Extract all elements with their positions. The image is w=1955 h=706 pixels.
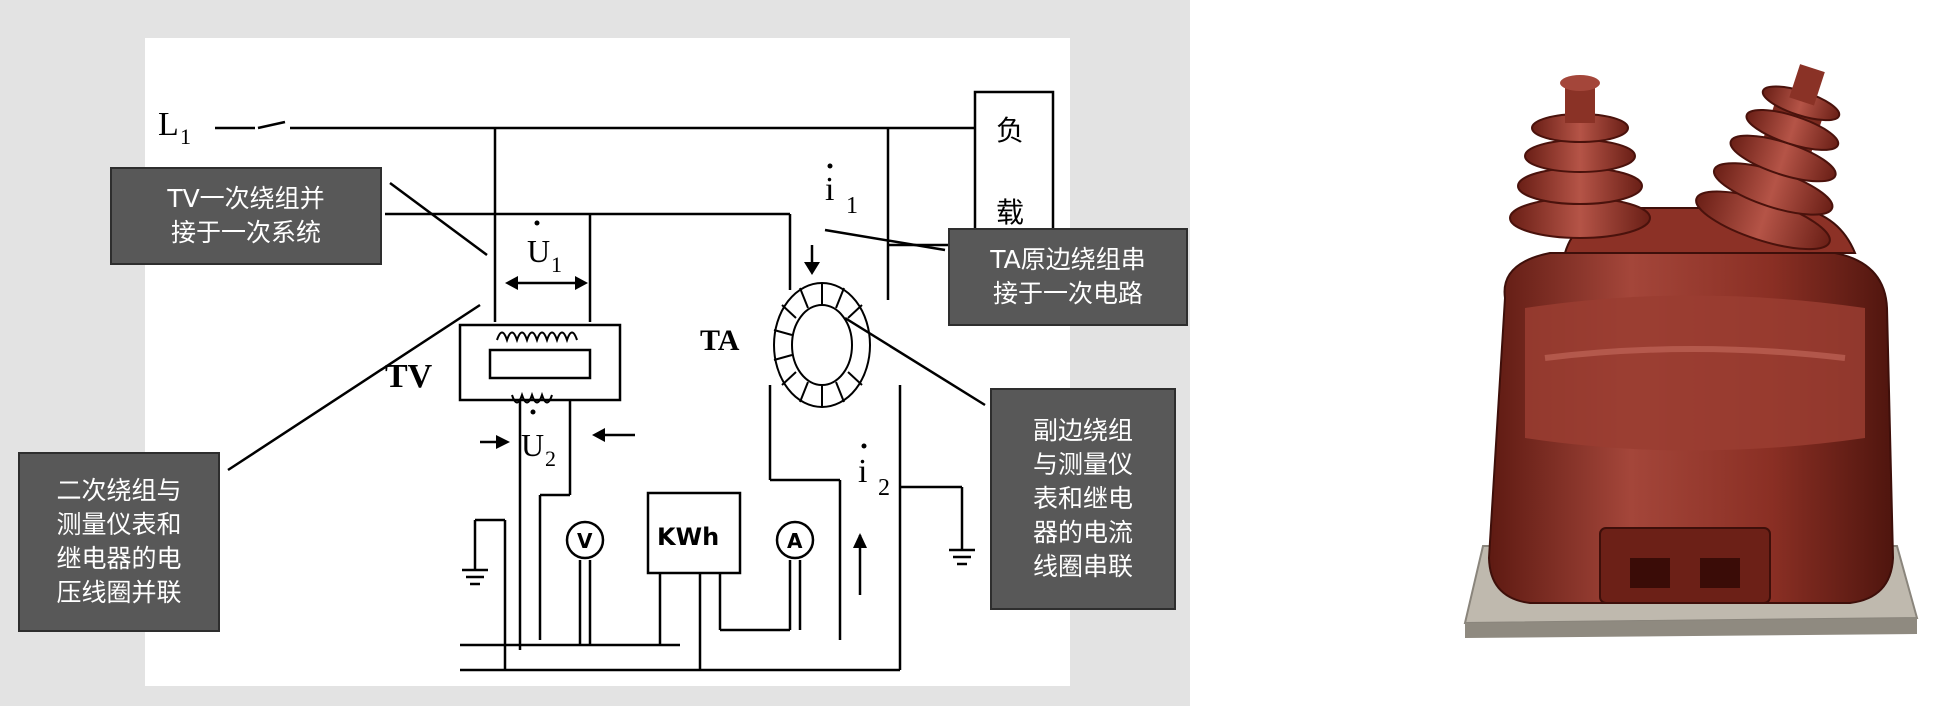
voltage-transformer-photo [1463, 64, 1919, 638]
callout-ta-secondary: 副边绕组 与测量仪 表和继电 器的电流 线圈串联 [990, 388, 1176, 610]
callout-tv-secondary: 二次绕组与 测量仪表和 继电器的电 压线圈并联 [18, 452, 220, 632]
ammeter-label: A [787, 529, 803, 553]
u2-label: U [521, 427, 544, 463]
u1-subscript: 1 [551, 252, 562, 277]
callout-tv-primary-line-1: TV一次绕组并 [167, 184, 325, 213]
callout-tv-secondary-line-4: 压线圈并联 [56, 578, 182, 607]
i1-subscript: 1 [846, 193, 858, 219]
kwh-meter-label: KWh [657, 523, 719, 551]
callout-ta-primary-line-1: TA原边绕组串 [990, 245, 1146, 274]
callout-tv-secondary-line-3: 继电器的电 [56, 544, 182, 573]
callout-tv-secondary-line-1: 二次绕组与 [56, 476, 182, 505]
callout-tv-secondary-line-2: 测量仪表和 [56, 510, 182, 539]
load-label-1: 负 [996, 114, 1024, 147]
callout-ta-secondary-line-1: 副边绕组 [1032, 416, 1133, 445]
line-label: L [158, 106, 179, 143]
callout-ta-secondary-line-4: 器的电流 [1032, 518, 1133, 547]
callout-tv-primary: TV一次绕组并 接于一次系统 [110, 167, 382, 265]
load-label-2: 载 [996, 196, 1024, 229]
ta-label: TA [700, 324, 740, 357]
callout-ta-secondary-line-2: 与测量仪 [1032, 450, 1133, 479]
callout-ta-primary-line-2: 接于一次电路 [992, 279, 1143, 308]
tv-label: TV [385, 358, 433, 395]
i2-label: i [858, 453, 867, 490]
i1-label: i [825, 171, 834, 208]
u1-label: U [527, 233, 550, 269]
line-subscript: 1 [180, 124, 191, 149]
u2-subscript: 2 [545, 446, 556, 471]
callout-ta-secondary-line-5: 线圈串联 [1032, 552, 1133, 581]
callout-ta-secondary-line-3: 表和继电 [1032, 484, 1133, 513]
callout-ta-primary: TA原边绕组串 接于一次电路 [948, 228, 1188, 326]
voltmeter-label: V [577, 529, 593, 553]
callout-tv-primary-line-2: 接于一次系统 [170, 218, 321, 247]
i2-subscript: 2 [878, 475, 890, 501]
